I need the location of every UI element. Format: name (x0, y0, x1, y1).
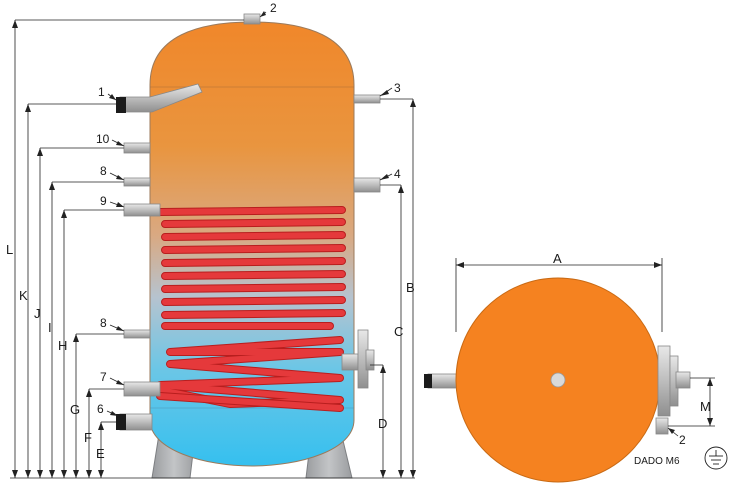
left-connections (116, 83, 203, 431)
label-conn-3: 3 (394, 81, 401, 95)
top-view-flange (657, 345, 671, 417)
upper-heating-coil (156, 206, 346, 330)
right-dimension-lines (370, 98, 414, 478)
label-conn-8-upper: 8 (100, 164, 107, 178)
dim-label-G: G (70, 402, 80, 417)
top-view-dim-M: M (700, 399, 711, 414)
label-conn-2-top: 2 (270, 1, 277, 15)
top-view-left-pipe (427, 373, 459, 389)
label-conn-9: 9 (100, 194, 107, 208)
dim-label-I: I (48, 320, 52, 335)
dim-label-B: B (406, 280, 415, 295)
label-conn-4: 4 (394, 167, 401, 181)
connection-leader-arrows (109, 11, 389, 416)
dim-label-D: D (378, 416, 387, 431)
top-view-connection-2 (655, 417, 669, 435)
label-conn-7: 7 (100, 370, 107, 384)
dimension-letter-labels: L K J I H G F E B C D (6, 242, 415, 461)
label-conn-8-lower: 8 (100, 316, 107, 330)
nut-label: DADO M6 (634, 456, 680, 467)
top-view-dim-A: A (553, 251, 562, 266)
right-dimension-arrows (380, 99, 416, 478)
dim-label-F: F (84, 430, 92, 445)
top-view-label-2: 2 (679, 433, 686, 447)
label-conn-1: 1 (98, 85, 105, 99)
dim-label-E: E (96, 446, 105, 461)
dim-label-H: H (58, 338, 67, 353)
dim-label-L: L (6, 242, 13, 257)
right-connections (341, 94, 381, 389)
dim-label-J: J (34, 306, 41, 321)
dim-label-C: C (394, 324, 403, 339)
top-outlet-connection (243, 13, 261, 25)
left-dimension-arrows (12, 20, 104, 478)
top-view: A M 2 DADO M6 (424, 251, 728, 483)
lower-heating-coil (156, 336, 344, 412)
top-view-center-outlet (550, 372, 566, 388)
connection-number-labels: 2 1 3 10 8 4 9 8 7 6 (96, 1, 401, 416)
dim-label-K: K (19, 288, 28, 303)
ground-icon (704, 446, 728, 470)
label-conn-10: 10 (96, 132, 110, 146)
label-conn-6: 6 (97, 402, 104, 416)
left-dimension-lines (10, 19, 415, 479)
